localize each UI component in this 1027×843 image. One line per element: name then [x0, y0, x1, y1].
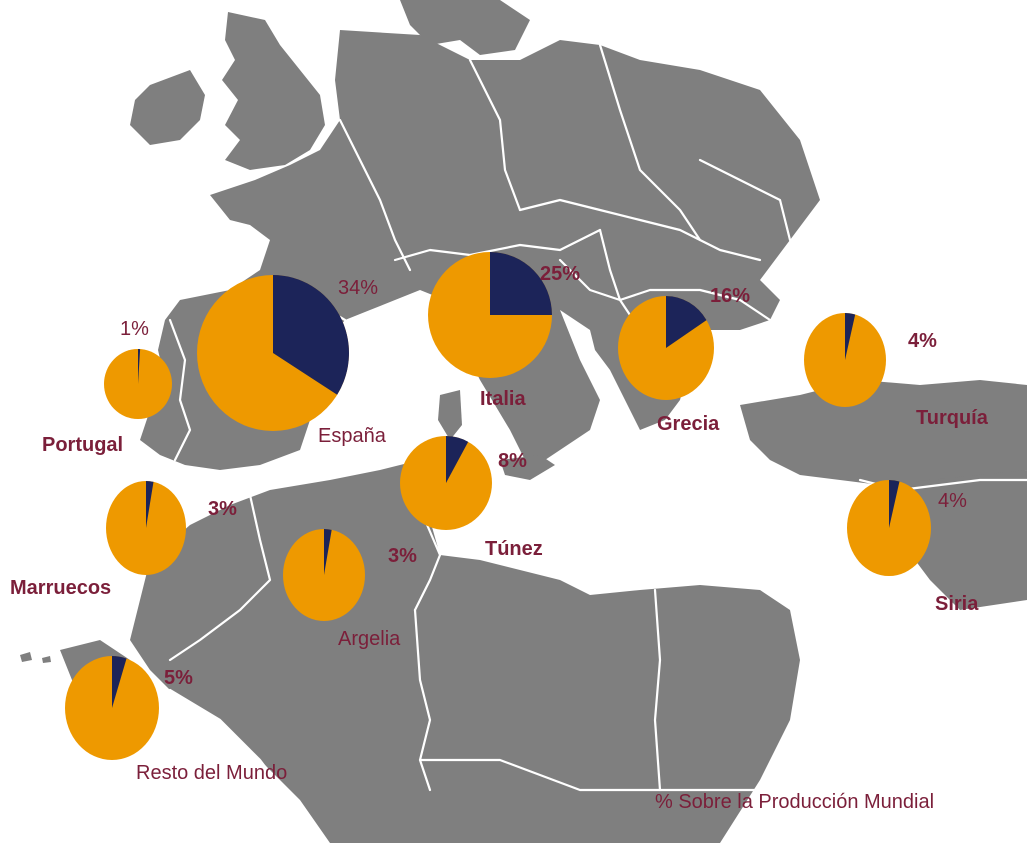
pct-marruecos: 3% — [208, 498, 237, 520]
pie-slice-share-siria — [889, 480, 900, 528]
border-egypt-sudan — [418, 758, 762, 792]
pie-slice-share-marruecos — [146, 481, 154, 528]
pie-slice-share-espana — [273, 275, 350, 395]
label-grecia: Grecia — [657, 413, 720, 435]
label-espana: España — [318, 425, 387, 447]
label-turquia: Turquía — [916, 407, 989, 429]
pct-grecia: 16% — [710, 285, 750, 307]
pct-turquia: 4% — [908, 330, 937, 352]
legend-note: % Sobre la Producción Mundial — [655, 791, 934, 813]
pie-resto — [65, 656, 159, 760]
pie-argelia — [283, 529, 365, 621]
border-libya-egypt — [653, 588, 662, 792]
pct-siria: 4% — [938, 490, 967, 512]
border-ukraine — [698, 158, 792, 242]
pie-italia — [428, 252, 552, 378]
border-balkans-2 — [558, 258, 772, 322]
border-germany-poland — [468, 58, 522, 212]
land-anatolia — [740, 380, 1027, 490]
pie-grecia — [618, 296, 714, 400]
pie-slice-share-turquia — [845, 313, 856, 360]
border-algeria-libya — [413, 608, 432, 792]
pie-slice-share-tunez — [446, 435, 469, 483]
label-tunez: Túnez — [485, 538, 543, 560]
land-layer — [20, 0, 1027, 843]
pie-marruecos — [106, 481, 186, 575]
border-mauritania — [168, 688, 312, 843]
pct-argelia: 3% — [388, 545, 417, 567]
pie-turquia — [804, 313, 886, 407]
label-siria: Siria — [935, 593, 979, 615]
pct-portugal: 1% — [120, 318, 149, 340]
pct-tunez: 8% — [498, 450, 527, 472]
border-france-germany — [338, 118, 412, 272]
label-italia: Italia — [480, 388, 526, 410]
label-marruecos: Marruecos — [10, 577, 111, 599]
land-sardinia — [438, 390, 462, 440]
pie-siria — [847, 480, 931, 576]
land-canary-islands — [20, 652, 51, 663]
border-morocco-algeria — [168, 493, 272, 662]
pct-espana: 34% — [338, 277, 378, 299]
pie-slice-share-portugal — [138, 349, 141, 384]
border-balkans — [518, 198, 762, 262]
pie-slice-share-italia — [490, 252, 552, 315]
land-great-britain — [222, 12, 325, 170]
label-resto: Resto del Mundo — [136, 762, 287, 784]
border-poland-east — [598, 43, 702, 242]
label-portugal: Portugal — [42, 434, 123, 456]
pct-italia: 25% — [540, 263, 580, 285]
pie-slice-share-argelia — [324, 529, 332, 575]
pie-espana — [197, 275, 350, 431]
pie-portugal — [104, 349, 172, 419]
pie-slice-share-grecia — [666, 296, 707, 348]
pct-resto: 5% — [164, 667, 193, 689]
label-argelia: Argelia — [338, 628, 401, 650]
pie-slice-share-resto — [112, 656, 127, 708]
pie-layer — [65, 252, 931, 760]
land-ireland — [130, 70, 205, 145]
land-sicily — [500, 455, 555, 480]
pie-tunez — [400, 435, 492, 530]
border-portugal-spain — [168, 318, 192, 462]
border-alps — [393, 228, 602, 262]
label-layer: España 34% Italia 25% Grecia 16% Túnez 8… — [10, 263, 989, 813]
